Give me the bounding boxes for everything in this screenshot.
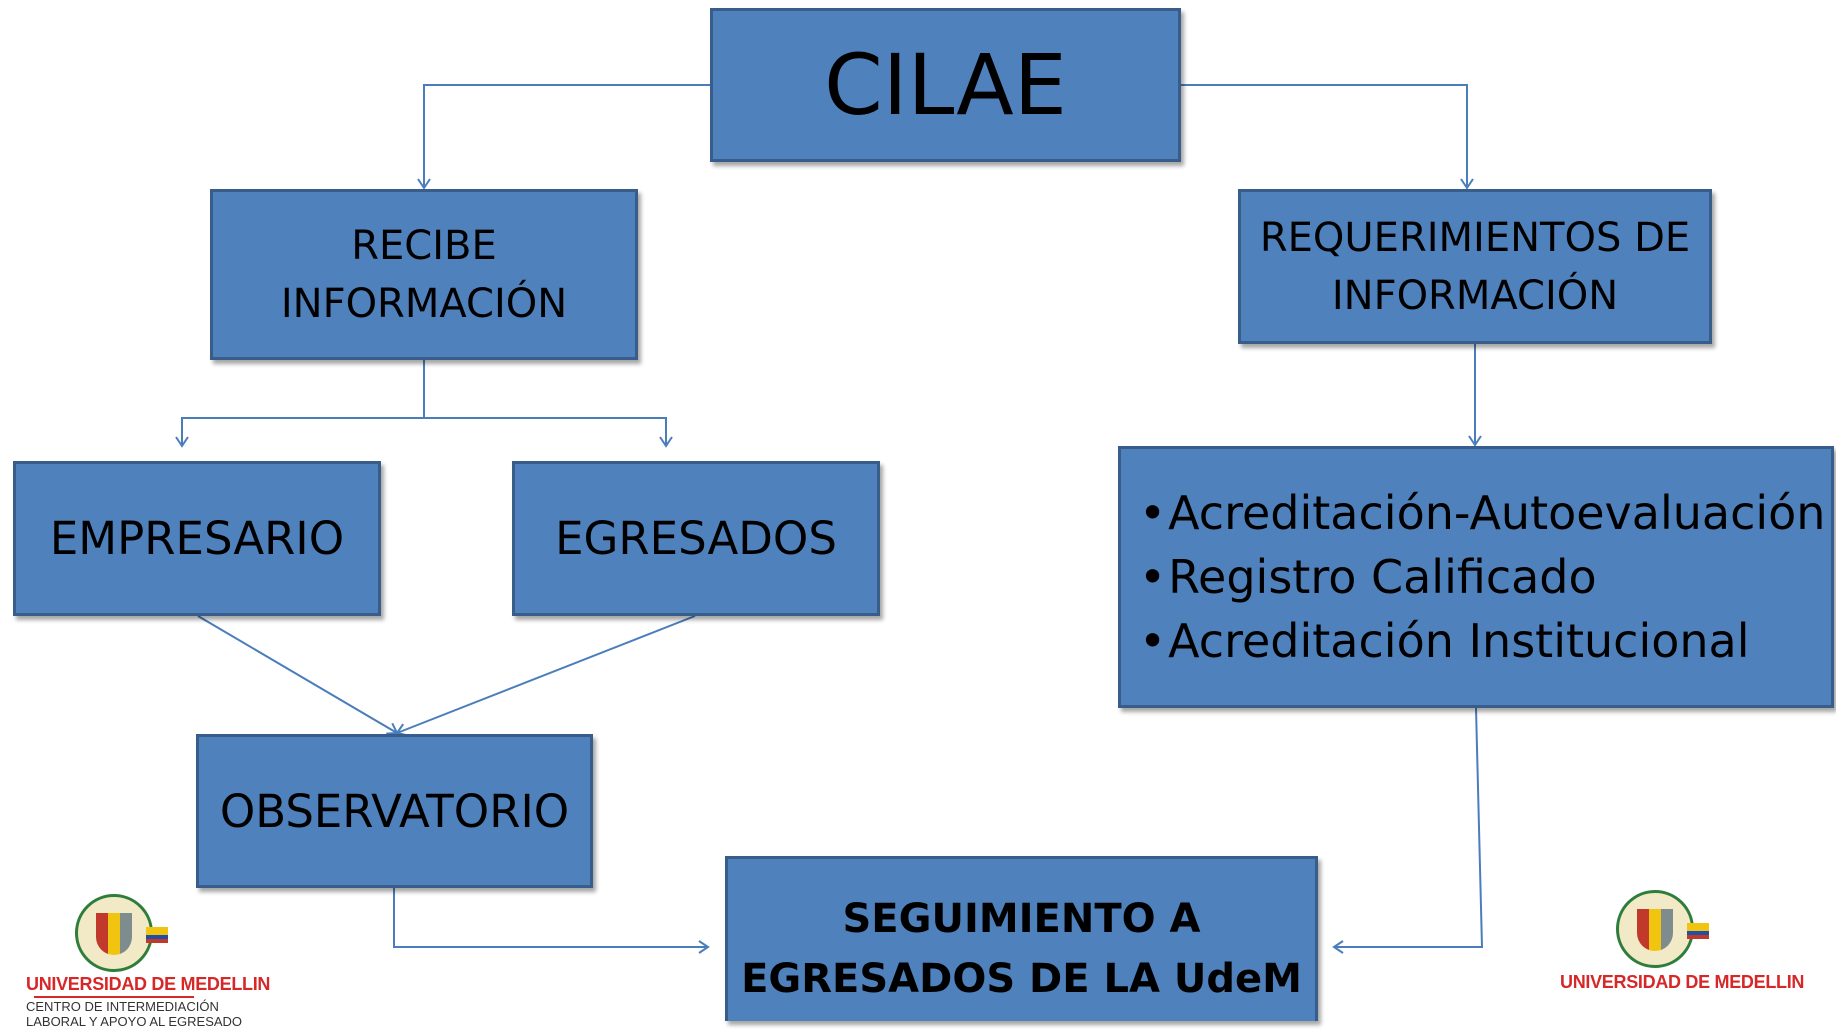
node-cilae: CILAE [710,8,1181,162]
node-requerimientos-line2: INFORMACIÓN [1331,272,1619,319]
node-acreditacion-list: •Acreditación-Autoevaluación •Registro C… [1118,446,1834,708]
logo-left: UNIVERSIDAD DE MEDELLIN CENTRO DE INTERM… [26,894,271,1029]
node-recibe-line2: INFORMACIÓN [280,280,568,327]
logo-left-sub1: CENTRO DE INTERMEDIACIÓN [26,999,219,1014]
node-seguimiento-line2: EGRESADOS DE LA UdeM [741,956,1302,1002]
bullet-text: Acreditación Institucional [1168,614,1750,668]
node-egresados: EGRESADOS [512,461,880,616]
connector-empresario-to-observatorio [197,615,399,735]
logo-left-sub2: LABORAL Y APOYO AL EGRESADO [26,1014,243,1029]
node-observatorio: OBSERVATORIO [196,734,593,888]
bullet-marker: • [1139,550,1167,604]
node-requerimientos-informacion: REQUERIMIENTOS DE INFORMACIÓN [1238,189,1712,344]
bullet-text: Acreditación-Autoevaluación [1168,486,1826,540]
connector-to-egresados [424,417,673,448]
connector-observatorio-to-seguimiento [393,888,710,954]
node-recibe-line1: RECIBE [351,222,497,269]
node-empresario-label: EMPRESARIO [49,512,345,565]
node-seguimiento-line1: SEGUIMIENTO A [842,896,1201,942]
connector-egresados-to-observatorio [395,615,696,737]
bullet-marker: • [1139,614,1167,668]
node-cilae-label: CILAE [824,36,1067,134]
node-seguimiento-egresados: SEGUIMIENTO A EGRESADOS DE LA UdeM [725,856,1318,1021]
bullet-item: •Acreditación-Autoevaluación [1139,481,1825,545]
bullet-marker: • [1139,486,1167,540]
connector-cilae-to-recibe [417,84,710,190]
node-requerimientos-line1: REQUERIMIENTOS DE [1259,214,1691,261]
node-recibe-informacion: RECIBE INFORMACIÓN [210,189,638,360]
bullet-item: •Registro Calificado [1139,545,1825,609]
acreditacion-bullet-list: •Acreditación-Autoevaluación •Registro C… [1139,481,1825,673]
connector-to-empresario [175,417,424,448]
node-egresados-label: EGRESADOS [555,512,837,565]
node-observatorio-label: OBSERVATORIO [219,784,570,838]
university-seal-icon [75,894,168,972]
connector-cilae-to-requerimientos [1181,84,1474,190]
bullet-text: Registro Calificado [1168,550,1597,604]
logo-left-name: UNIVERSIDAD DE MEDELLIN [26,974,271,994]
node-empresario: EMPRESARIO [13,461,381,616]
logo-right-name: UNIVERSIDAD DE MEDELLIN [1560,972,1805,992]
connector-acreditacion-to-seguimiento [1332,707,1484,954]
logo-right: UNIVERSIDAD DE MEDELLIN [1560,890,1805,993]
bullet-item: •Acreditación Institucional [1139,609,1825,673]
logo-divider [34,996,194,998]
university-seal-icon [1616,890,1709,968]
